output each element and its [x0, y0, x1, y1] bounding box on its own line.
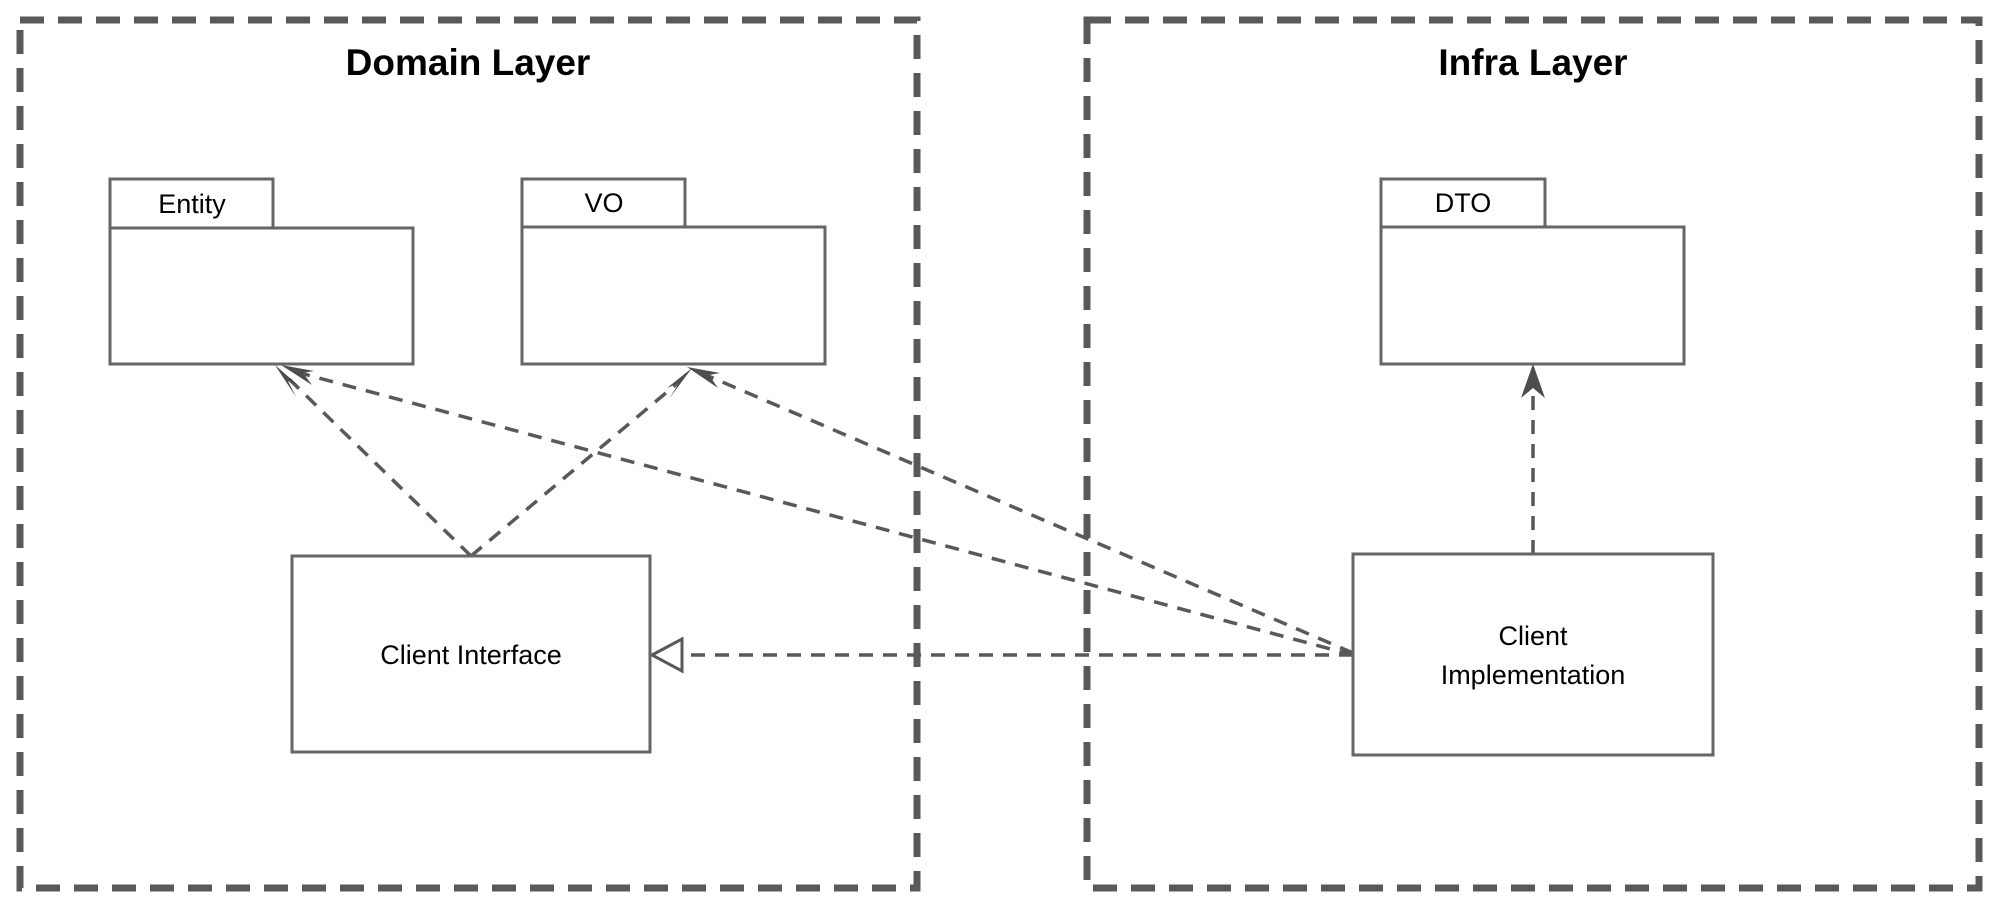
domain-layer-title: Domain Layer	[346, 42, 591, 83]
client-interface-label: Client Interface	[380, 640, 562, 670]
edge-client-implementation-realizes-client-interface[interactable]	[648, 636, 1353, 674]
client-implementation-box	[1351, 552, 1715, 757]
edge-line	[705, 373, 1354, 655]
edge-line	[287, 377, 473, 558]
dependency-edges	[275, 364, 1545, 674]
edge-line	[469, 380, 681, 558]
entity-package[interactable]: Entity	[108, 177, 415, 366]
client-implementation-label-line-1: Client	[1498, 621, 1568, 651]
dto-package-body	[1379, 225, 1686, 366]
vo-package-tab	[520, 177, 687, 229]
arrowhead-icon	[667, 368, 692, 399]
arrowhead-icon	[275, 365, 299, 397]
packages: Entity VO DTO	[108, 177, 1686, 366]
arrowhead-icon	[687, 367, 720, 388]
entity-package-tab	[108, 177, 275, 230]
hollow-triangle-arrowhead-icon	[648, 636, 684, 674]
vo-package-body	[520, 225, 827, 366]
layer-titles: Domain Layer Infra Layer	[346, 42, 1628, 83]
arrowhead-icon	[1521, 364, 1545, 398]
entity-package-label: Entity	[158, 189, 226, 219]
edge-client-implementation-to-dto[interactable]	[1521, 364, 1545, 554]
edge-client-interface-to-vo[interactable]	[469, 368, 692, 558]
domain-layer-boundary	[16, 16, 921, 892]
infra-layer-boundary	[1083, 16, 1983, 892]
nodes: Client Interface Client Implementation	[290, 552, 1715, 757]
dto-package[interactable]: DTO	[1379, 177, 1686, 366]
edge-client-interface-to-entity[interactable]	[275, 365, 473, 558]
edge-line	[299, 371, 1354, 657]
layer-boundaries	[16, 16, 1983, 892]
client-interface-box	[290, 554, 652, 754]
vo-package[interactable]: VO	[520, 177, 827, 366]
vo-package-label: VO	[584, 188, 623, 218]
edge-client-implementation-to-vo[interactable]	[687, 367, 1354, 655]
client-implementation-label-line-2: Implementation	[1441, 660, 1626, 690]
client-interface-node[interactable]: Client Interface	[290, 554, 652, 754]
dto-package-label: DTO	[1435, 188, 1492, 218]
arrowhead-icon	[281, 365, 314, 385]
entity-package-body	[108, 226, 415, 366]
edge-client-implementation-to-entity[interactable]	[281, 365, 1354, 657]
client-implementation-node[interactable]: Client Implementation	[1351, 552, 1715, 757]
infra-layer-title: Infra Layer	[1438, 42, 1627, 83]
